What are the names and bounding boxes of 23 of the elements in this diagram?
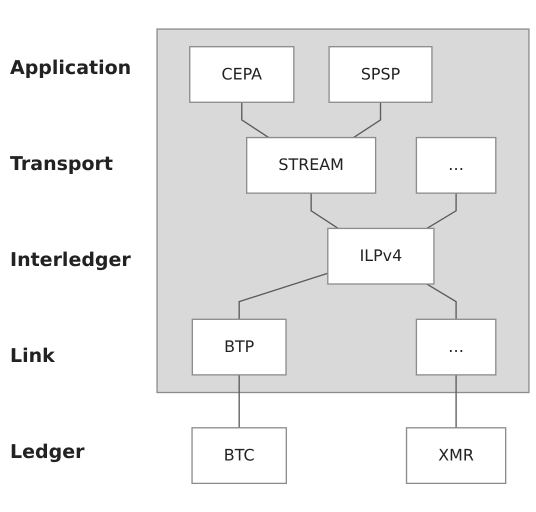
connector: [238, 272, 328, 320]
node-box: BTC: [191, 426, 287, 484]
node-box: CEPA: [189, 46, 294, 103]
node-box: ILPv4: [327, 228, 435, 284]
node-box: XMR: [406, 426, 506, 484]
layer-label: Transport: [10, 153, 114, 175]
node-box: STREAM: [246, 136, 376, 194]
connector: [455, 374, 457, 428]
layer-label: Ledger: [10, 441, 86, 463]
layer-label: Link: [10, 345, 56, 367]
connector: [426, 283, 457, 320]
connector: [310, 192, 339, 229]
node-box: SPSP: [328, 46, 433, 103]
connector: [426, 192, 457, 229]
layer-label: Interledger: [10, 249, 132, 271]
connector: [353, 102, 382, 138]
cluster: [156, 28, 530, 393]
connector: [238, 374, 240, 428]
node-box: …: [416, 318, 496, 376]
node-box: BTP: [192, 318, 287, 376]
layer-label: Application: [10, 57, 132, 79]
connector: [241, 102, 270, 138]
node-box: …: [416, 136, 496, 194]
